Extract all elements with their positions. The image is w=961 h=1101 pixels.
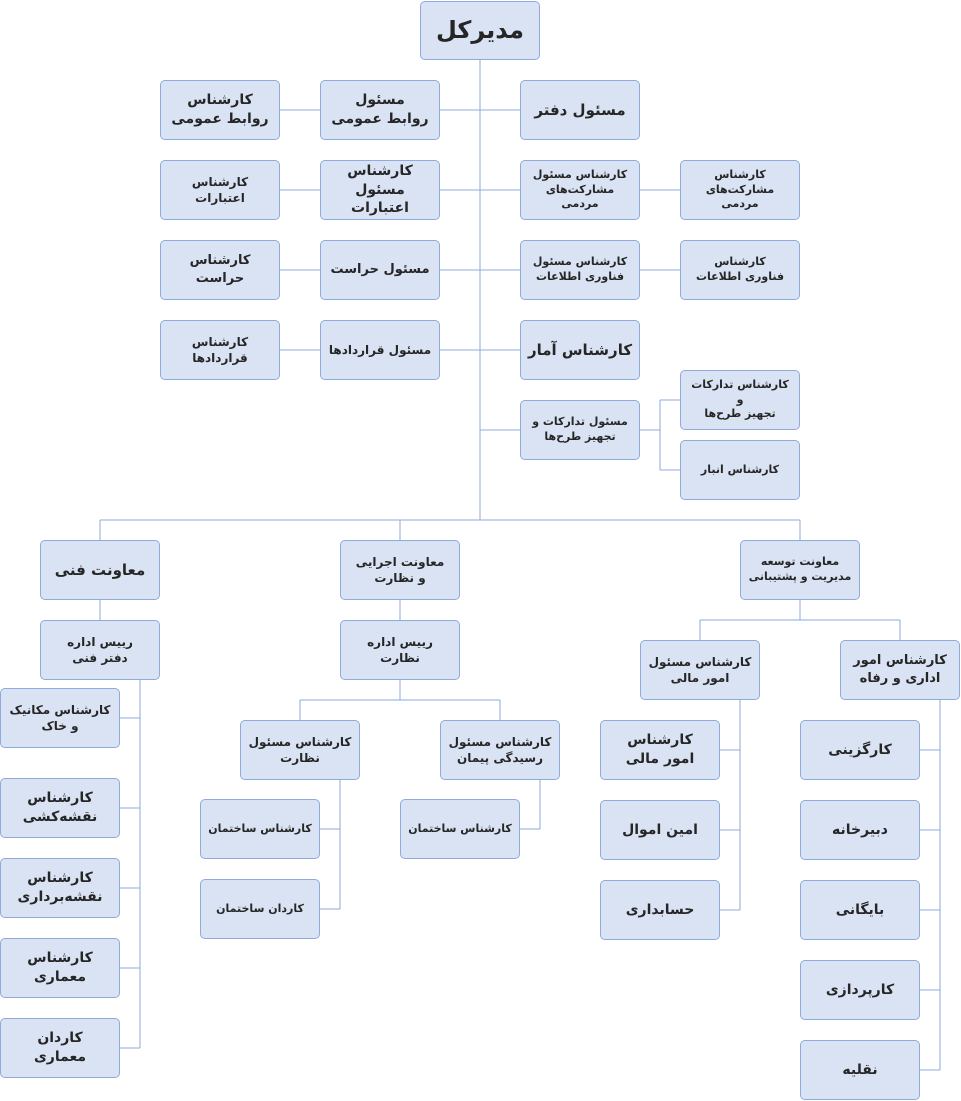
node-development-deputy: معاونت توسعه مدیریت و پشتیبانی <box>740 540 860 600</box>
node-supervision-officer: کارشناس مسئول نظارت <box>240 720 360 780</box>
node-public-participation-expert: کارشناس مشارکت‌های مردمی <box>680 160 800 220</box>
node-technical-deputy: معاونت فنی <box>40 540 160 600</box>
node-director-general: مدیرکل <box>420 1 540 60</box>
node-property-trustee: امین اموال <box>600 800 720 860</box>
node-contracts-expert: کارشناس قراردادها <box>160 320 280 380</box>
node-admin-welfare-officer: کارشناس امور اداری و رفاه <box>840 640 960 700</box>
node-procurement-officer: مسئول تدارکات و تجهیز طرح‌ها <box>520 400 640 460</box>
node-it-expert: کارشناس فناوری اطلاعات <box>680 240 800 300</box>
node-architecture-technician: کاردان معماری <box>0 1018 120 1078</box>
node-building-expert-contracts: کارشناس ساختمان <box>400 799 520 859</box>
node-public-relations-officer: مسئول روابط عمومی <box>320 80 440 140</box>
node-procurement-agent: کارپردازی <box>800 960 920 1020</box>
node-personnel: کارگزینی <box>800 720 920 780</box>
node-it-officer: کارشناس مسئول فناوری اطلاعات <box>520 240 640 300</box>
node-supervision-office-head: رییس اداره نظارت <box>340 620 460 680</box>
node-procurement-expert: کارشناس تدارکات و تجهیز طرح‌ها <box>680 370 800 430</box>
node-building-expert-supervision: کارشناس ساختمان <box>200 799 320 859</box>
node-secretariat: دبیرخانه <box>800 800 920 860</box>
node-architecture-expert: کارشناس معماری <box>0 938 120 998</box>
node-statistics-expert: کارشناس آمار <box>520 320 640 380</box>
node-contracts-officer: مسئول قراردادها <box>320 320 440 380</box>
node-finance-expert: کارشناس امور مالی <box>600 720 720 780</box>
node-building-technician: کاردان ساختمان <box>200 879 320 939</box>
node-public-relations-expert: کارشناس روابط عمومی <box>160 80 280 140</box>
node-archive: بایگانی <box>800 880 920 940</box>
node-accounting: حسابداری <box>600 880 720 940</box>
node-mechanics-soil-expert: کارشناس مکانیک و خاک <box>0 688 120 748</box>
node-transportation: نقلیه <box>800 1040 920 1100</box>
node-finance-officer: کارشناس مسئول امور مالی <box>640 640 760 700</box>
node-security-expert: کارشناس حراست <box>160 240 280 300</box>
node-technical-office-head: رییس اداره دفتر فنی <box>40 620 160 680</box>
node-credits-officer: کارشناس مسئول اعتبارات <box>320 160 440 220</box>
node-surveying-expert: کارشناس نقشه‌برداری <box>0 858 120 918</box>
node-executive-deputy: معاونت اجرایی و نظارت <box>340 540 460 600</box>
node-credits-expert: کارشناس اعتبارات <box>160 160 280 220</box>
node-office-manager: مسئول دفتر <box>520 80 640 140</box>
node-contract-review-officer: کارشناس مسئول رسیدگی پیمان <box>440 720 560 780</box>
node-drafting-expert: کارشناس نقشه‌کشی <box>0 778 120 838</box>
node-warehouse-expert: کارشناس انبار <box>680 440 800 500</box>
node-security-officer: مسئول حراست <box>320 240 440 300</box>
node-public-participation-officer: کارشناس مسئول مشارکت‌های مردمی <box>520 160 640 220</box>
